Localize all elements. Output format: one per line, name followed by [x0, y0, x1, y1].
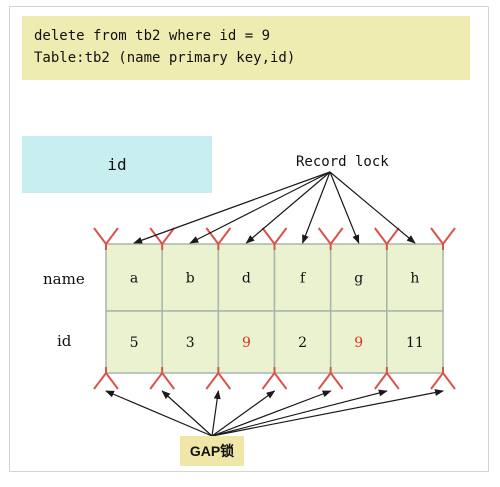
- record-lock-arrows: [133, 171, 416, 244]
- gap-marker-bottom: [93, 367, 119, 390]
- id-cell: [217, 310, 276, 374]
- id-value: 11: [406, 335, 424, 351]
- gap-marker-bottom: [430, 367, 456, 390]
- name-value: b: [186, 271, 195, 287]
- gap-lock-label-text: GAP锁: [189, 443, 235, 459]
- name-value: h: [410, 271, 419, 287]
- index-label-box: id: [22, 136, 212, 193]
- gap-lock-arrows: [105, 389, 444, 437]
- gap-marker-bottom: [149, 367, 175, 390]
- name-value: g: [354, 271, 363, 287]
- gap-marker-top: [374, 227, 400, 250]
- sql-table-definition-line: Table:tb2 (name primary key,id): [34, 50, 296, 66]
- gap-lock-arrow: [211, 389, 444, 437]
- index-label: id: [107, 155, 127, 174]
- gap-marker-top: [317, 227, 344, 250]
- id-value-highlighted: 9: [354, 335, 363, 351]
- row-label-id: id: [57, 332, 72, 350]
- sql-statement-box: delete from tb2 where id = 9 Table:tb2 (…: [22, 16, 470, 80]
- record-lock-arrow: [189, 171, 331, 244]
- id-value-highlighted: 9: [242, 335, 251, 351]
- gap-lock-arrow: [211, 389, 388, 437]
- gap-lock-arrow: [161, 390, 213, 437]
- record-lock-arrow: [302, 171, 331, 244]
- gap-lock-label: GAP锁: [180, 436, 244, 466]
- id-cell: [386, 310, 444, 374]
- name-cell: [386, 243, 444, 312]
- name-cell: [273, 243, 332, 312]
- gap-lock-arrow: [211, 390, 332, 437]
- gap-marker-bottom: [317, 367, 344, 390]
- name-value: d: [242, 271, 251, 287]
- id-cell: [273, 310, 332, 374]
- gap-marker-top: [149, 227, 175, 250]
- gap-marker-bottom: [261, 367, 288, 390]
- id-cell: [161, 310, 220, 374]
- gap-marker-bottom: [374, 367, 400, 390]
- name-value: f: [300, 271, 307, 287]
- gap-marker-bottom: [205, 367, 232, 390]
- gap-lock-arrow: [105, 390, 213, 437]
- id-cell: [329, 310, 388, 374]
- gap-lock-arrow: [211, 390, 221, 437]
- index-table: a 5 b 3 d 9 f 2 g 9 h 11: [105, 243, 444, 374]
- record-lock-label: Record lock: [296, 154, 389, 170]
- record-lock-arrow: [329, 171, 360, 244]
- id-value: 5: [130, 335, 139, 351]
- row-label-name: name: [43, 270, 85, 288]
- gap-markers: [93, 227, 456, 390]
- id-value: 2: [298, 335, 307, 351]
- record-lock-arrow: [245, 171, 331, 244]
- name-cell: [217, 243, 276, 312]
- name-cell: [105, 243, 163, 312]
- name-value: a: [130, 271, 138, 287]
- id-value: 3: [186, 335, 195, 351]
- gap-lock-arrow: [211, 390, 276, 437]
- record-lock-arrow: [329, 171, 416, 244]
- id-cell: [105, 310, 163, 374]
- gap-marker-top: [93, 227, 119, 250]
- gap-marker-top: [430, 227, 456, 250]
- record-lock-arrow: [133, 171, 331, 244]
- gap-marker-top: [261, 227, 288, 250]
- sql-query-line: delete from tb2 where id = 9: [34, 28, 271, 44]
